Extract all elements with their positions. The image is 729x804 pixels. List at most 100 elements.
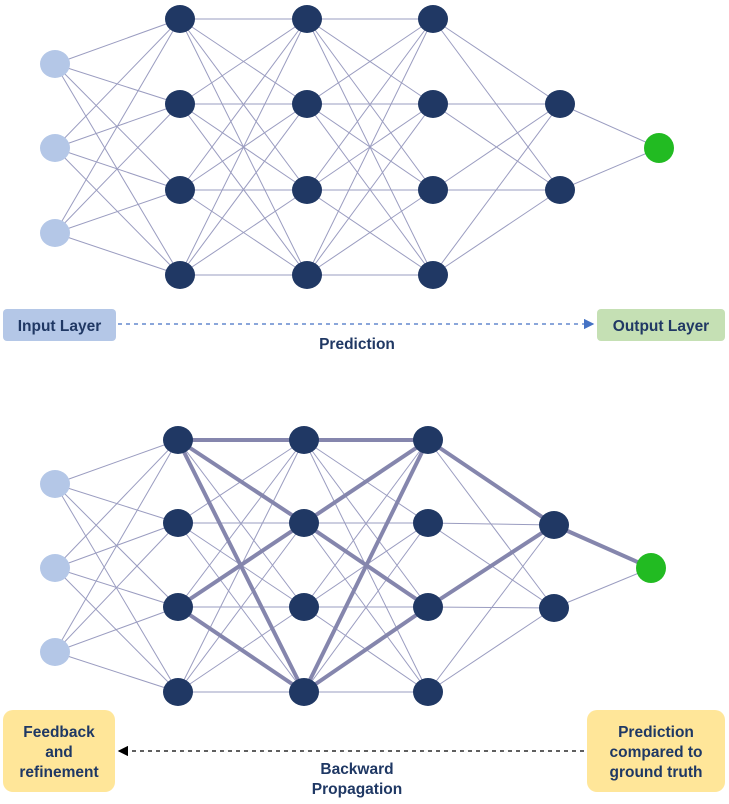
- forward-connection: [54, 63, 181, 191]
- backward-hidden-node: [163, 593, 193, 621]
- input-layer-text: Input Layer: [18, 318, 102, 335]
- forward-connection: [432, 18, 561, 105]
- forward-hidden-node: [292, 261, 322, 289]
- backward-hidden-node: [413, 593, 443, 621]
- forward-hidden-node: [292, 90, 322, 118]
- backward-highlighted-connection: [426, 438, 556, 527]
- backward-hidden-node: [289, 678, 319, 706]
- forward-connection: [559, 103, 660, 149]
- input-layer-label: Input Layer: [3, 309, 116, 341]
- forward-connection: [306, 189, 434, 276]
- backward-connection: [54, 606, 179, 653]
- forward-connection: [306, 18, 434, 191]
- forward-hidden-node: [292, 176, 322, 204]
- backward-output-node: [636, 553, 666, 583]
- forward-hidden-node: [165, 176, 195, 204]
- forward-connection: [179, 18, 308, 105]
- forward-connection: [306, 18, 434, 105]
- forward-connection: [179, 18, 308, 191]
- forward-output-node: [644, 133, 674, 163]
- forward-connection: [179, 103, 308, 276]
- forward-connection: [54, 103, 181, 234]
- prediction-compared-note: Prediction compared to ground truth: [587, 710, 725, 792]
- backward-nodes: [40, 426, 666, 706]
- backward-hidden-node: [289, 509, 319, 537]
- forward-connection: [432, 103, 561, 191]
- forward-hidden-node: [165, 261, 195, 289]
- forward-connection: [432, 189, 561, 276]
- backward-connections: [54, 439, 652, 693]
- forward-connection: [306, 103, 434, 276]
- backward-input-node: [40, 638, 70, 666]
- output-layer-text: Output Layer: [613, 318, 709, 335]
- forward-connections: [54, 18, 660, 276]
- backward-input-node: [40, 554, 70, 582]
- forward-hidden-node: [165, 5, 195, 33]
- feedback-line-2: and: [45, 744, 73, 761]
- backward-highlighted-connection: [176, 521, 306, 609]
- backward-hidden-node: [163, 678, 193, 706]
- forward-connection: [179, 18, 308, 276]
- backward-connection: [177, 439, 305, 608]
- backward-caption-line-2: Propagation: [312, 781, 402, 798]
- forward-input-node: [40, 134, 70, 162]
- backward-connection: [54, 522, 179, 653]
- backward-network: [40, 426, 666, 706]
- backward-connection: [303, 522, 429, 693]
- forward-hidden-node: [418, 90, 448, 118]
- forward-hidden-node: [292, 5, 322, 33]
- forward-input-node: [40, 219, 70, 247]
- feedback-line-3: refinement: [19, 764, 98, 781]
- forward-network: [40, 5, 674, 289]
- forward-connection: [306, 18, 434, 276]
- backward-highlighted-path: [176, 438, 653, 694]
- backward-highlighted-connection: [426, 523, 556, 609]
- forward-connection: [54, 18, 181, 65]
- prediction-compared-line-2: compared to: [609, 744, 702, 761]
- backward-highlighted-connection: [302, 438, 430, 525]
- forward-connection: [179, 189, 308, 276]
- prediction-caption: Prediction: [319, 336, 395, 353]
- backward-connection: [54, 439, 179, 569]
- backward-highlighted-connection: [176, 438, 306, 525]
- forward-connection: [559, 147, 660, 191]
- backward-connection: [54, 439, 179, 485]
- prediction-compared-line-1: Prediction: [618, 724, 694, 741]
- forward-hidden-node: [545, 90, 575, 118]
- backward-hidden-node: [289, 593, 319, 621]
- backward-highlighted-connection: [176, 605, 306, 694]
- backward-highlighted-connection: [302, 438, 430, 694]
- backward-connection: [427, 524, 555, 693]
- backward-hidden-node: [413, 678, 443, 706]
- backward-hidden-node: [163, 509, 193, 537]
- backward-input-node: [40, 470, 70, 498]
- backward-highlighted-connection: [552, 523, 653, 570]
- backward-connection: [303, 439, 429, 608]
- forward-input-node: [40, 50, 70, 78]
- feedback-line-1: Feedback: [23, 724, 95, 741]
- backward-connection: [427, 522, 555, 526]
- forward-hidden-node: [418, 5, 448, 33]
- forward-hidden-node: [418, 176, 448, 204]
- backward-hidden-node: [539, 594, 569, 622]
- backward-connection: [54, 439, 179, 653]
- prediction-compared-line-3: ground truth: [610, 764, 703, 781]
- forward-hidden-node: [418, 261, 448, 289]
- forward-connection: [54, 18, 181, 234]
- feedback-note: Feedback and refinement: [3, 710, 115, 792]
- backward-caption-line-1: Backward: [320, 761, 393, 778]
- backward-hidden-node: [413, 509, 443, 537]
- backward-highlighted-connection: [302, 605, 430, 694]
- forward-connection: [54, 18, 181, 149]
- forward-hidden-node: [545, 176, 575, 204]
- backward-connection: [427, 606, 555, 609]
- forward-connection: [54, 232, 181, 276]
- backward-connection: [427, 607, 555, 693]
- forward-connection: [432, 103, 561, 276]
- forward-connection: [54, 189, 181, 234]
- forward-hidden-node: [165, 90, 195, 118]
- backward-connection: [54, 651, 179, 693]
- backward-connection: [553, 567, 652, 609]
- backward-hidden-node: [163, 426, 193, 454]
